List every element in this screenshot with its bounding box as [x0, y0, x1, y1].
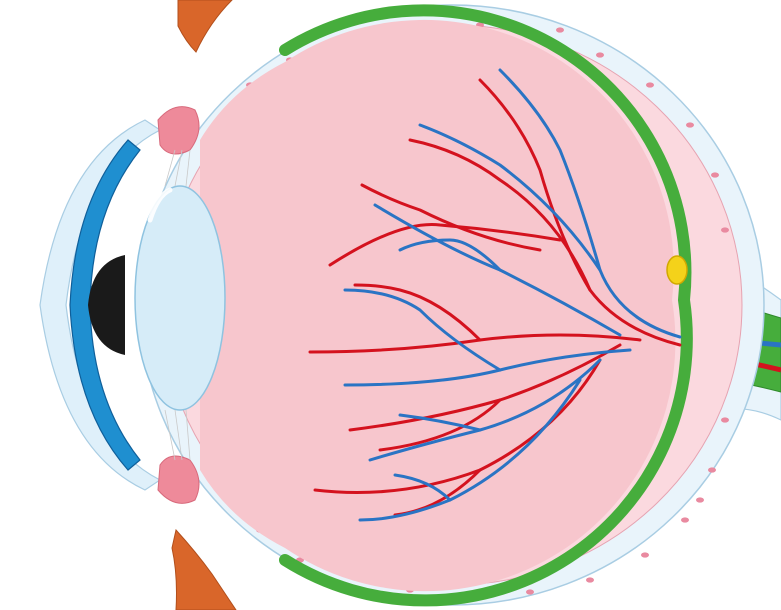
choroid-spot: [696, 497, 704, 503]
inferior-rectus-muscle: [171, 528, 237, 610]
retinal-vein-branch: [418, 123, 602, 272]
pupil: [88, 255, 125, 355]
zonular-fibers-lower: [164, 409, 191, 461]
ciliary-body-lower: [157, 455, 200, 504]
superior-rectus-muscle: [177, 0, 233, 53]
lens: [134, 185, 226, 411]
macula: [666, 255, 688, 285]
extraocular-muscles: [171, 0, 237, 610]
retinal-vein-branch: [358, 378, 582, 522]
ciliary-body-upper: [157, 106, 200, 155]
anterior-segment: [39, 106, 226, 504]
choroid-spot: [711, 172, 719, 178]
zonular-fibers-upper: [164, 149, 191, 187]
choroid-spot: [721, 417, 729, 423]
retinal-artery-branch: [478, 78, 682, 347]
retinal-vein-branch: [398, 413, 482, 432]
retinal-artery-branch: [360, 183, 542, 252]
choroid-spot: [586, 577, 594, 583]
choroid-spot: [646, 82, 654, 88]
iris: [69, 139, 141, 471]
retinal-vein-branch: [343, 288, 502, 372]
choroid-spot: [681, 517, 689, 523]
retinal-vein-branch: [393, 473, 452, 502]
choroid-spot: [526, 589, 534, 595]
retinal-artery-branch: [353, 283, 482, 342]
choroid-spot: [596, 52, 604, 58]
retinal-vein-branch: [398, 238, 502, 272]
choroid-spot: [556, 27, 564, 33]
choroid-spot: [708, 467, 716, 473]
choroid-spot: [686, 122, 694, 128]
retina: [279, 4, 693, 607]
retina-layer: [279, 4, 693, 607]
retinal-artery-branch: [378, 398, 502, 452]
choroid-spot: [641, 552, 649, 558]
retinal-artery-branch: [408, 138, 592, 292]
retinal-artery-branch: [328, 223, 562, 267]
macula-spot: [666, 255, 688, 285]
retinal-blood-vessels: [308, 68, 682, 522]
retinal-vein-branch: [498, 68, 682, 339]
lens-highlight: [147, 187, 173, 223]
choroid-spot: [721, 227, 729, 233]
